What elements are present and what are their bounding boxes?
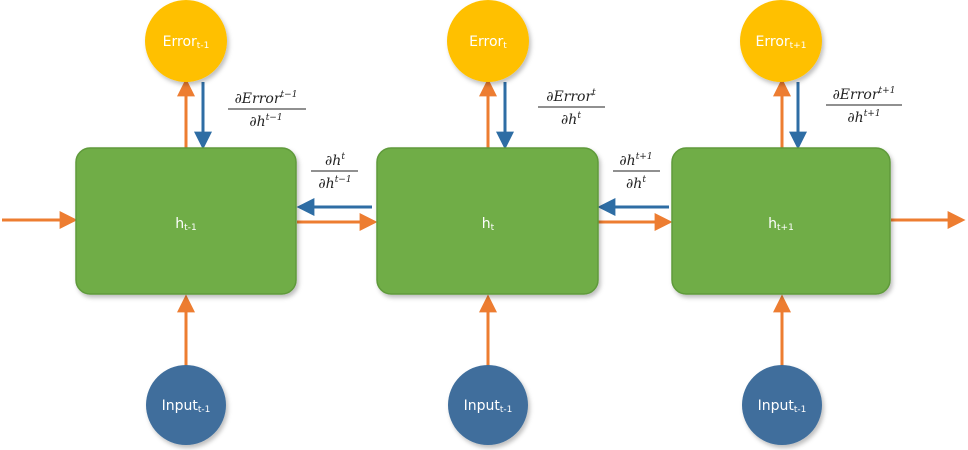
input-node-1: Inputt-1 (146, 365, 226, 445)
hidden-state-2: ht (376, 147, 599, 295)
hidden-gradient-label-1: ∂ht ∂ht−1 (311, 152, 358, 192)
input-circle (448, 365, 528, 445)
error-label: Errort (469, 34, 507, 51)
error-gradient-label-1: ∂Errort−1 ∂ht−1 (228, 90, 306, 130)
fraction-denominator: ∂ht−1 (249, 113, 282, 130)
hidden-state-3: ht+1 (671, 147, 891, 295)
error-label: Errort+1 (756, 34, 807, 51)
input-circle (146, 365, 226, 445)
error-circle (447, 0, 529, 82)
error-node-1: Errort-1 (145, 0, 227, 82)
hidden-state-label: ht-1 (175, 216, 196, 233)
input-label: Inputt-1 (464, 398, 513, 415)
fraction-denominator: ∂ht−1 (318, 175, 351, 192)
input-label: Inputt-1 (758, 398, 807, 415)
hidden-state-box (376, 147, 599, 295)
fraction-numerator: ∂Errort+1 (833, 86, 896, 103)
error-node-3: Errort+1 (740, 0, 822, 82)
input-node-3: Inputt-1 (742, 365, 822, 445)
error-gradient-label-2: ∂Errort ∂ht (538, 88, 605, 128)
error-label: Errort-1 (163, 34, 210, 51)
error-circle (145, 0, 227, 82)
fraction-numerator: ∂ht (325, 152, 345, 169)
fraction-numerator: ∂ht+1 (619, 152, 652, 169)
fraction-denominator: ∂ht+1 (847, 109, 880, 126)
hidden-state-1: ht-1 (75, 147, 297, 295)
fraction-denominator: ∂ht (626, 175, 646, 192)
fraction-denominator: ∂ht (561, 111, 581, 128)
input-label: Inputt-1 (162, 398, 211, 415)
error-gradient-label-3: ∂Errort+1 ∂ht+1 (826, 86, 902, 126)
hidden-state-label: ht+1 (768, 216, 794, 233)
backward-arrows (194, 82, 807, 216)
hidden-gradient-label-2: ∂ht+1 ∂ht (613, 152, 660, 192)
error-node-2: Errort (447, 0, 529, 82)
hidden-state-box (671, 147, 891, 295)
hidden-state-box (75, 147, 297, 295)
input-node-2: Inputt-1 (448, 365, 528, 445)
fraction-numerator: ∂Errort (546, 88, 596, 105)
hidden-state-label: ht (482, 216, 495, 233)
fraction-numerator: ∂Errort−1 (235, 90, 298, 107)
input-circle (742, 365, 822, 445)
forward-arrows (2, 78, 966, 366)
error-circle (740, 0, 822, 82)
